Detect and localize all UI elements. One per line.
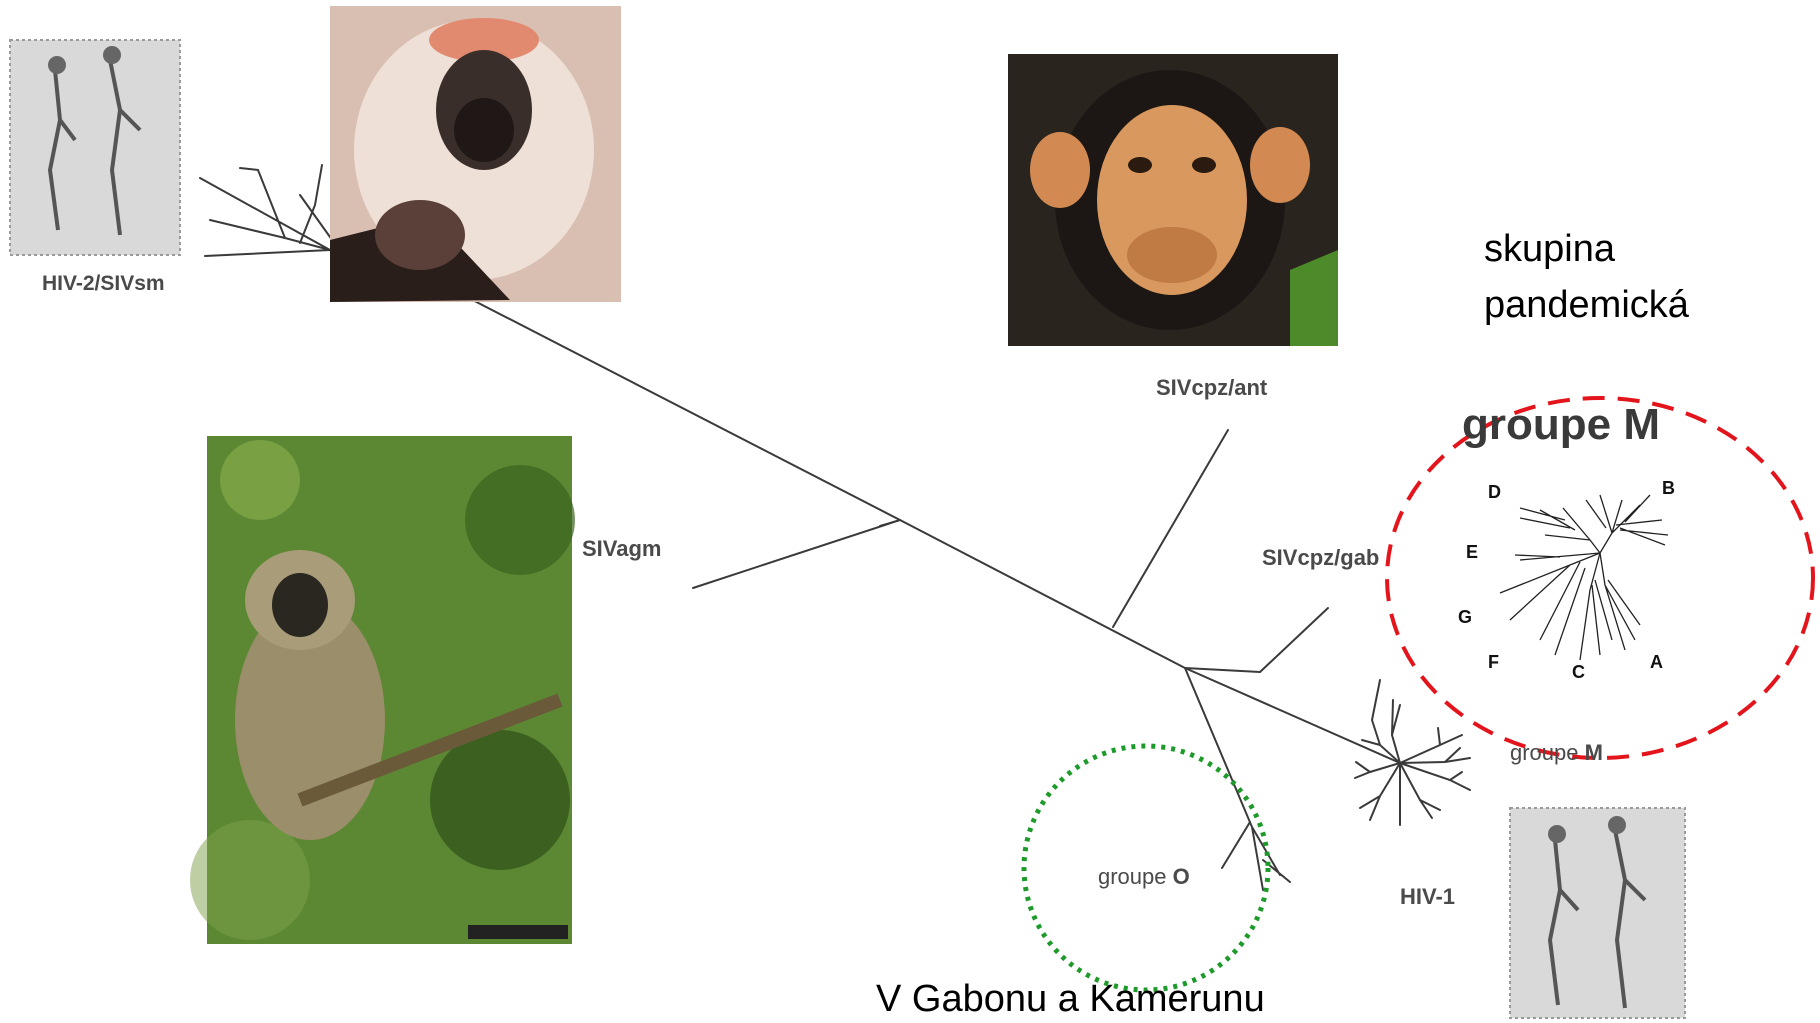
subtype-c: C	[1572, 662, 1585, 683]
groupe-m-subtype-tree	[1500, 495, 1668, 660]
label-groupe-m-small: groupe M	[1510, 740, 1603, 766]
chimpanzee-photo	[1008, 54, 1338, 346]
branch-groupe-m-small	[1355, 680, 1470, 825]
label-groupe-o: groupe O	[1098, 864, 1190, 890]
adam-eve-sketch-right	[1510, 808, 1685, 1018]
vervet-monkey-photo	[190, 436, 575, 944]
subtype-g: G	[1458, 607, 1472, 628]
mandrill-photo	[330, 6, 621, 302]
label-siv-cpz-ant: SIVcpz/ant	[1156, 375, 1267, 401]
branch-siv-cpz-ant	[1113, 430, 1228, 627]
label-hiv1: HIV-1	[1400, 884, 1455, 910]
annotation-gabon: V Gabonu a Kamerunu	[876, 978, 1265, 1021]
pandemic-group-circle	[1387, 398, 1813, 758]
annotation-pandemic-line1: skupina	[1484, 228, 1615, 271]
label-hiv2-siv-sm: HIV-2/SIVsm	[42, 272, 165, 296]
annotation-pandemic-line2: pandemická	[1484, 284, 1689, 327]
label-siv-agm: SIVagm	[582, 536, 662, 562]
subtype-f: F	[1488, 652, 1499, 673]
subtype-a: A	[1650, 652, 1663, 673]
branch-siv-cpz-gab	[1260, 608, 1328, 672]
adam-eve-sketch-left	[10, 40, 180, 255]
subtype-e: E	[1466, 542, 1478, 563]
label-siv-cpz-gab: SIVcpz/gab	[1262, 545, 1379, 571]
subtype-b: B	[1662, 478, 1675, 499]
branch-groupe-o	[1185, 668, 1290, 890]
branch-siv-agm	[693, 520, 900, 588]
branch-junction	[1185, 668, 1260, 672]
groupe-m-title: groupe M	[1462, 400, 1660, 450]
subtype-d: D	[1488, 482, 1501, 503]
